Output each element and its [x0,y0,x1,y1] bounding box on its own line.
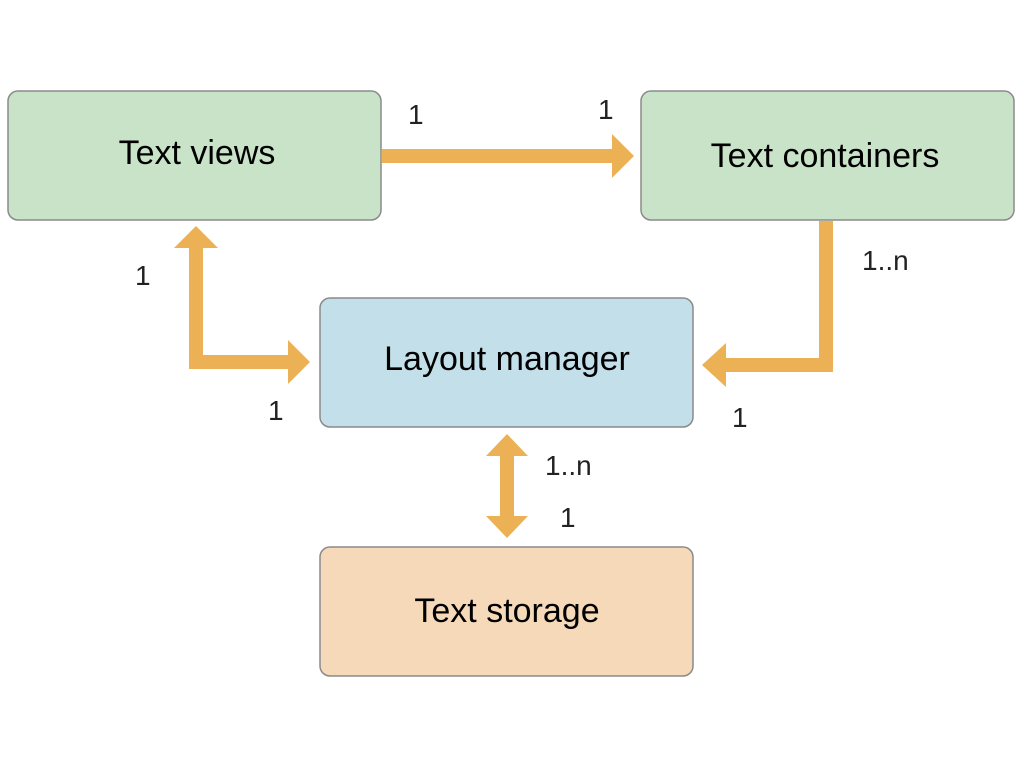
mult-views-to-containers-to: 1 [598,94,614,125]
arrows [174,134,833,538]
node-text-views: Text views [7,90,382,221]
mult-layout-to-storage-to: 1 [560,502,576,533]
mult-layout-to-views-to: 1 [135,260,151,291]
mult-layout-to-storage-from: 1..n [545,450,592,481]
arrow-layout-to-views [174,226,310,384]
multiplicity-labels: 1 1 1..n 1 1 1 1..n 1 [135,94,909,533]
node-layout-manager: Layout manager [319,297,694,428]
arrow-views-to-containers [382,134,634,178]
arrow-containers-to-layout [702,221,833,387]
mult-layout-to-views-from: 1 [268,395,284,426]
node-text-views-label: Text views [119,134,276,172]
node-text-containers-label: Text containers [711,137,940,175]
node-text-containers: Text containers [640,90,1015,221]
mult-containers-to-layout-to: 1 [732,402,748,433]
node-text-storage-label: Text storage [414,592,599,630]
arrow-layout-to-storage [486,434,528,538]
mult-views-to-containers-from: 1 [408,99,424,130]
node-text-storage: Text storage [319,546,694,677]
node-layout-manager-label: Layout manager [384,340,630,378]
mult-containers-to-layout-from: 1..n [862,245,909,276]
